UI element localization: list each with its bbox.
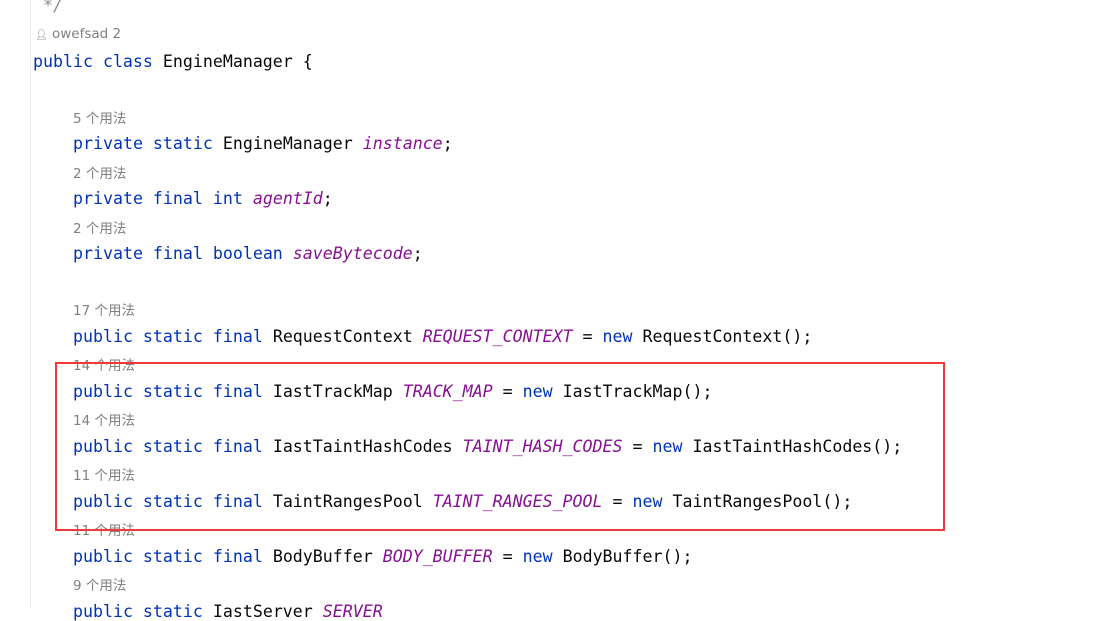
modifiers: public static final bbox=[73, 492, 263, 511]
new-keyword: new bbox=[632, 492, 663, 511]
new-keyword: new bbox=[522, 547, 553, 566]
modifiers: private static bbox=[73, 134, 213, 153]
assign: = bbox=[492, 547, 523, 566]
field-type: IastTaintHashCodes bbox=[272, 437, 453, 456]
modifiers: public static bbox=[73, 602, 203, 621]
modifiers: public static final bbox=[73, 327, 263, 346]
usages-hint[interactable]: 11 个用法 bbox=[73, 523, 135, 539]
field-type: IastTrackMap bbox=[272, 382, 393, 401]
assign: = bbox=[572, 327, 603, 346]
initializer: TaintRangesPool(); bbox=[662, 492, 853, 511]
initializer: RequestContext(); bbox=[632, 327, 813, 346]
keyword: public bbox=[33, 52, 93, 71]
modifiers: public static final bbox=[73, 382, 263, 401]
modifiers: public static final bbox=[73, 547, 263, 566]
field-declaration: private final boolean saveBytecode; bbox=[73, 244, 423, 263]
usages-hint[interactable]: 17 个用法 bbox=[73, 303, 135, 319]
field-name: BODY_BUFFER bbox=[382, 547, 493, 566]
usages-hint[interactable]: 2 个用法 bbox=[73, 166, 127, 182]
assign: = bbox=[622, 437, 653, 456]
usages-hint[interactable]: 9 个用法 bbox=[73, 578, 127, 594]
usages-hint[interactable]: 5 个用法 bbox=[73, 111, 127, 127]
initializer: BodyBuffer(); bbox=[552, 547, 693, 566]
field-type: RequestContext bbox=[272, 327, 413, 346]
initializer: IastTaintHashCodes(); bbox=[682, 437, 903, 456]
field-name: instance bbox=[362, 134, 443, 153]
new-keyword: new bbox=[522, 382, 553, 401]
field-declaration: public static IastServer SERVER bbox=[73, 602, 383, 621]
user-icon: 👤︎ bbox=[35, 30, 48, 41]
modifiers: private final boolean bbox=[73, 244, 283, 263]
field-name: SERVER bbox=[322, 602, 383, 621]
keyword: class bbox=[102, 52, 153, 71]
field-type: TaintRangesPool bbox=[272, 492, 423, 511]
usages-hint[interactable]: 2 个用法 bbox=[73, 221, 127, 237]
modifiers: private final int bbox=[73, 189, 243, 208]
field-declaration: public static final IastTaintHashCodes T… bbox=[73, 437, 902, 456]
field-name: agentId bbox=[252, 189, 323, 208]
initializer: ; bbox=[322, 189, 333, 208]
comment-end: */ bbox=[43, 0, 63, 15]
field-declaration: private final int agentId; bbox=[73, 189, 333, 208]
indent-guide bbox=[30, 0, 31, 608]
brace: { bbox=[302, 52, 313, 71]
assign: = bbox=[602, 492, 633, 511]
field-type: IastServer bbox=[212, 602, 313, 621]
field-declaration: private static EngineManager instance; bbox=[73, 134, 453, 153]
field-declaration: public static final BodyBuffer BODY_BUFF… bbox=[73, 547, 692, 566]
field-declaration: public static final TaintRangesPool TAIN… bbox=[73, 492, 852, 511]
field-name: REQUEST_CONTEXT bbox=[422, 327, 573, 346]
field-type: BodyBuffer bbox=[272, 547, 373, 566]
usages-hint[interactable]: 14 个用法 bbox=[73, 413, 135, 429]
author-hint[interactable]: 👤︎ owefsad 2 bbox=[35, 26, 121, 42]
assign: = bbox=[492, 382, 523, 401]
field-name: TAINT_HASH_CODES bbox=[462, 437, 623, 456]
author-hint-text: owefsad 2 bbox=[52, 26, 122, 42]
field-name: saveBytecode bbox=[292, 244, 413, 263]
initializer: ; bbox=[412, 244, 423, 263]
highlight-box bbox=[55, 362, 945, 531]
new-keyword: new bbox=[652, 437, 683, 456]
class-name: EngineManager bbox=[162, 52, 293, 71]
field-name: TRACK_MAP bbox=[402, 382, 493, 401]
new-keyword: new bbox=[602, 327, 633, 346]
field-declaration: public static final RequestContext REQUE… bbox=[73, 327, 812, 346]
usages-hint[interactable]: 11 个用法 bbox=[73, 468, 135, 484]
class-declaration: public class EngineManager { bbox=[33, 52, 313, 71]
field-declaration: public static final IastTrackMap TRACK_M… bbox=[73, 382, 712, 401]
initializer: ; bbox=[442, 134, 453, 153]
field-type: EngineManager bbox=[222, 134, 353, 153]
initializer: IastTrackMap(); bbox=[552, 382, 713, 401]
field-name: TAINT_RANGES_POOL bbox=[432, 492, 603, 511]
modifiers: public static final bbox=[73, 437, 263, 456]
